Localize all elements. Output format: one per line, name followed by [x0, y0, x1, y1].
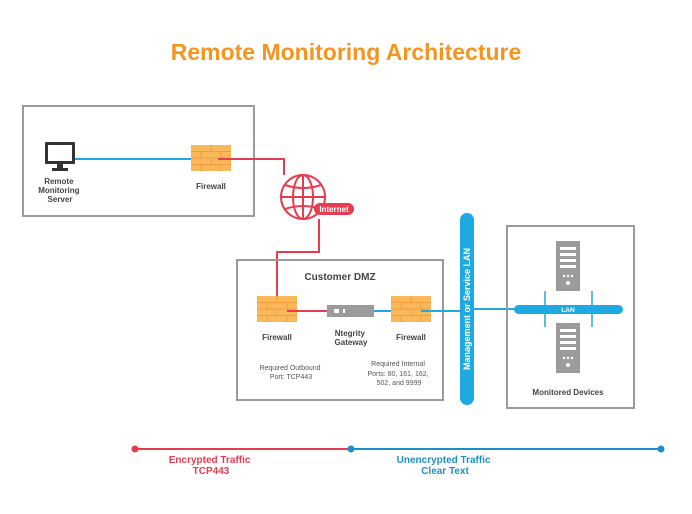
legend-encrypted-label: Encrypted Traffic TCP443: [169, 455, 253, 477]
monitored-devices-label: Monitored Devices: [532, 388, 604, 397]
monitored-server-bottom-icon: [556, 323, 580, 373]
outbound-port-note: Required Outbound Port: TCP443: [259, 365, 322, 381]
lan-bar: [514, 305, 623, 314]
lan-label: LAN: [561, 307, 575, 314]
internet-label: Internet: [319, 205, 349, 214]
dmz-title: Customer DMZ: [304, 272, 375, 283]
encrypted-link-remote: [218, 158, 285, 175]
management-lan-label: Management or Service LAN: [462, 248, 472, 370]
remote-firewall-label: Firewall: [196, 182, 226, 191]
internet-badge: [314, 203, 354, 215]
gateway-icon: [327, 305, 374, 317]
encrypted-link-dmz: [276, 219, 320, 300]
dmz-firewall-left-icon: [256, 295, 298, 323]
monitor-icon: [45, 142, 75, 171]
legend-encrypted-start-dot: [131, 445, 139, 453]
legend-divider-dot: [347, 445, 355, 453]
customer-dmz-box: [236, 259, 444, 401]
monitored-devices-box: [506, 225, 635, 409]
remote-server-label: Remote Monitoring Server: [38, 177, 82, 204]
dmz-firewall-right-icon: [390, 295, 432, 323]
legend-unencrypted-end-dot: [657, 445, 665, 453]
legend-unencrypted-label: Unencrypted Traffic Clear Text: [397, 455, 494, 477]
internal-ports-note: Required Internal Ports: 80, 161, 162, 5…: [367, 361, 430, 387]
gateway-label: Ntegrity Gateway: [335, 329, 368, 347]
diagram-title: Remote Monitoring Architecture: [171, 39, 522, 65]
globe-icon: [280, 174, 326, 220]
management-lan-bar: [460, 213, 474, 405]
dmz-firewall-right-label: Firewall: [396, 333, 426, 342]
dmz-firewall-left-label: Firewall: [262, 333, 292, 342]
monitored-server-top-icon: [556, 241, 580, 291]
remote-site-box: [22, 105, 255, 217]
